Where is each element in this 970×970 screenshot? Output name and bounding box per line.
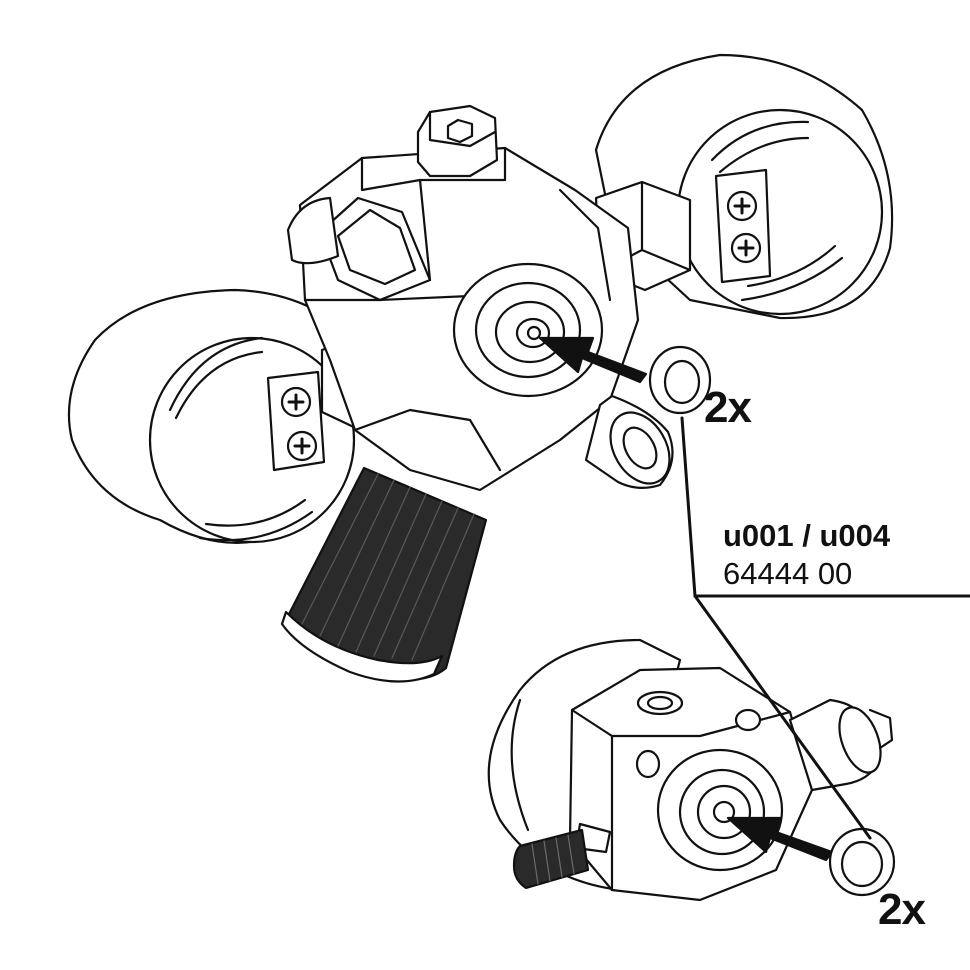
adjustment-knob-bottom bbox=[512, 822, 612, 890]
part-number-label: 64444 00 bbox=[723, 556, 853, 591]
regulator-bottom bbox=[487, 638, 894, 902]
hose-fitting-bottom bbox=[788, 698, 894, 792]
screw-icon bbox=[730, 232, 762, 264]
hex-bolt-top bbox=[416, 104, 499, 178]
leader-lines bbox=[680, 416, 970, 840]
model-codes-label: u001 / u004 bbox=[723, 518, 891, 553]
arrow-icon-bottom bbox=[726, 816, 834, 862]
hose-fitting-top bbox=[584, 394, 674, 489]
regulator-top bbox=[67, 53, 894, 683]
gauge-right bbox=[594, 53, 894, 320]
screw-icon bbox=[286, 430, 318, 462]
adjustment-knob bbox=[280, 466, 488, 683]
gauge-left bbox=[67, 288, 394, 544]
outlet-port-top bbox=[452, 262, 604, 398]
arrow-icon-top bbox=[538, 336, 648, 384]
screw-icon bbox=[280, 386, 312, 418]
quantity-label-top: 2x bbox=[704, 383, 752, 432]
quantity-label-bottom: 2x bbox=[878, 885, 926, 934]
gasket-top bbox=[648, 345, 712, 415]
outlet-port-bottom bbox=[656, 748, 784, 872]
screw-icon bbox=[726, 190, 758, 222]
